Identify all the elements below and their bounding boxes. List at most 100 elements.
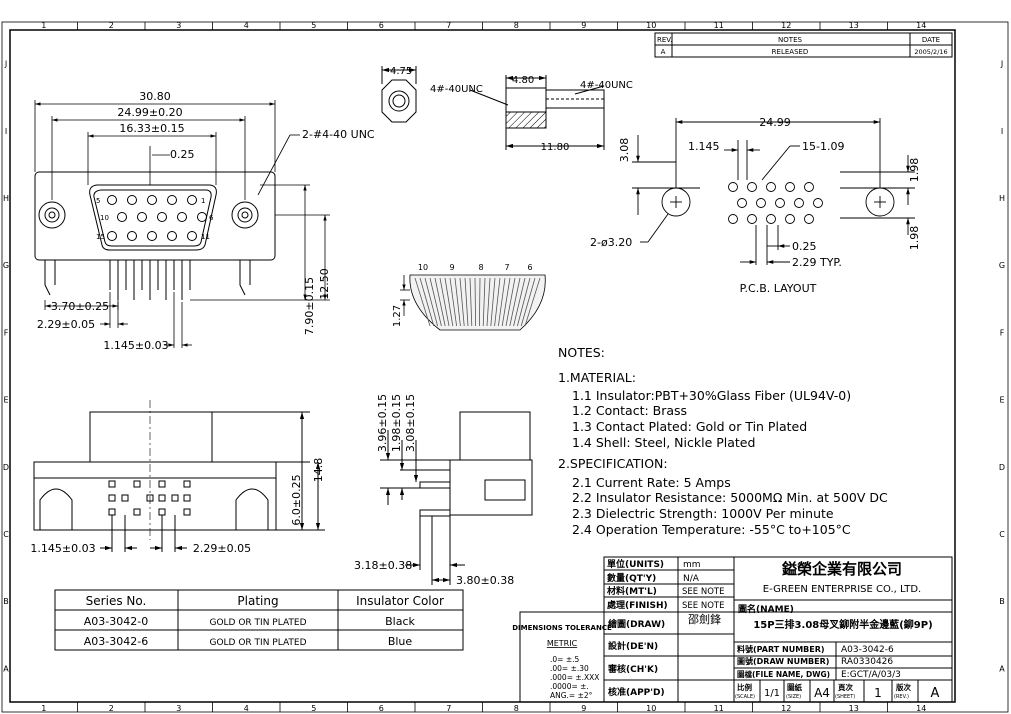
contact-label-10: 10 bbox=[418, 263, 428, 272]
size-sub: (SIZE) bbox=[786, 694, 801, 700]
contact-label-6: 6 bbox=[527, 263, 532, 272]
pcb-hole bbox=[775, 198, 785, 208]
zone-row-F-left: F bbox=[4, 328, 9, 337]
contact-label-8: 8 bbox=[478, 263, 483, 272]
company-name-en: E-GREEN ENTERPRISE CO., LTD. bbox=[763, 584, 921, 595]
sheet-sub: (SHEET) bbox=[835, 694, 855, 700]
dim-790: 7.90±0.15 bbox=[303, 277, 316, 335]
dim-475: 4.75 bbox=[390, 66, 412, 77]
pcb-hole bbox=[813, 198, 823, 208]
spec-line-4: 2.4 Operation Temperature: -55°C to+105°… bbox=[572, 522, 851, 537]
pcb-hole bbox=[785, 214, 795, 224]
bottom-pin bbox=[158, 508, 166, 516]
finish-label: 處理(FINISH) bbox=[607, 599, 668, 611]
zone-col-12-bottom: 12 bbox=[781, 704, 791, 713]
zone-row-G-right: G bbox=[999, 261, 1005, 270]
drawing-name: 15P三排3.08母叉鉚附半金邊藍(鉚9P) bbox=[753, 618, 932, 631]
bottom-pin bbox=[146, 494, 154, 502]
title-block bbox=[519, 556, 953, 703]
units-value: mm bbox=[683, 560, 701, 570]
mount-hole-left bbox=[38, 201, 66, 229]
zone-col-12-top: 12 bbox=[781, 21, 791, 30]
zone-row-I-left: I bbox=[5, 127, 7, 136]
contact-label-9: 9 bbox=[449, 263, 454, 272]
bottom-pin bbox=[121, 494, 129, 502]
zone-row-D-right: D bbox=[999, 463, 1005, 472]
zone-col-1-bottom: 1 bbox=[41, 704, 46, 713]
scale-sub: (SCALE) bbox=[735, 694, 755, 700]
rev-label: 版次 bbox=[895, 682, 911, 692]
notes-header: NOTES bbox=[778, 36, 802, 44]
bottom-pin bbox=[158, 494, 166, 502]
hex-nut-side bbox=[469, 75, 605, 150]
series-row2-color: Blue bbox=[388, 635, 413, 648]
zone-row-C-left: C bbox=[3, 530, 9, 539]
zone-col-11-bottom: 11 bbox=[714, 704, 724, 713]
zone-row-J-right: J bbox=[1000, 60, 1003, 69]
notes-block: NOTES: 1.MATERIAL: 1.1 Insulator:PBT+30%… bbox=[558, 345, 888, 537]
rev-date: 2005/2/16 bbox=[914, 48, 947, 56]
zone-col-1-top: 1 bbox=[41, 21, 46, 30]
bottom-view-dim-text: 6.0±0.25 14.8 1.145±0.03 2.29±0.05 bbox=[30, 458, 325, 555]
zone-col-7-top: 7 bbox=[446, 21, 451, 30]
dim-1145: 1.145±0.03 bbox=[103, 339, 168, 352]
material-line-4: 1.4 Shell: Steel, Nickle Plated bbox=[572, 435, 755, 450]
sheet-value: 1 bbox=[874, 686, 882, 700]
qty-label: 數量(QT'Y) bbox=[607, 572, 656, 584]
pcb-hole bbox=[766, 214, 776, 224]
contact-labels: 10 9 8 7 6 1.27 bbox=[392, 263, 533, 327]
pcb-hole bbox=[794, 198, 804, 208]
zone-col-4-bottom: 4 bbox=[244, 704, 249, 713]
zone-row-A-right: A bbox=[999, 664, 1005, 673]
contact-dim-127: 1.27 bbox=[392, 305, 403, 327]
dim-370: 3.70±0.25 bbox=[51, 300, 109, 313]
bottom-pin bbox=[158, 480, 166, 488]
units-label: 單位(UNITS) bbox=[607, 558, 664, 570]
bottom-dim-148: 14.8 bbox=[312, 458, 325, 483]
pcb-hole bbox=[756, 198, 766, 208]
zone-col-4-top: 4 bbox=[244, 21, 249, 30]
zone-col-11-top: 11 bbox=[714, 21, 724, 30]
zone-row-E-left: E bbox=[3, 396, 8, 405]
approve-label: 核准(APP'D) bbox=[608, 686, 665, 698]
pcb-dim-229: 2.29 TYP. bbox=[792, 256, 842, 269]
pcb-dim-2499: 24.99 bbox=[759, 116, 791, 129]
dim-shell-width: 16.33±0.15 bbox=[119, 122, 184, 135]
zone-col-6-top: 6 bbox=[379, 21, 384, 30]
rev-block-value: A bbox=[931, 686, 940, 701]
dim-229: 2.29±0.05 bbox=[37, 318, 95, 331]
zone-col-9-bottom: 9 bbox=[581, 704, 586, 713]
screw-callout: 2-#4-40 UNC bbox=[302, 128, 375, 141]
bottom-pin bbox=[108, 480, 116, 488]
front-view bbox=[34, 171, 276, 300]
part-number: A03-3042-6 bbox=[841, 645, 894, 655]
tolerance-line-4: .0000= ±. bbox=[550, 682, 589, 691]
pin-1-label: 1 bbox=[201, 197, 205, 205]
side-dim-198: 1.98±0.15 bbox=[390, 394, 403, 452]
series-row2-no: A03-3042-6 bbox=[84, 635, 148, 648]
zone-col-8-bottom: 8 bbox=[514, 704, 519, 713]
design-label: 設計(DE'N) bbox=[608, 640, 658, 652]
spec-title: 2.SPECIFICATION: bbox=[558, 456, 668, 471]
zone-col-6-bottom: 6 bbox=[379, 704, 384, 713]
zone-col-14-top: 14 bbox=[916, 21, 926, 30]
rev-sub: (REV.) bbox=[894, 694, 909, 700]
zone-col-14-bottom: 14 bbox=[916, 704, 926, 713]
bottom-dim-1145: 1.145±0.03 bbox=[30, 542, 95, 555]
pcb-layout bbox=[632, 118, 915, 265]
pcb-hole bbox=[804, 214, 814, 224]
bottom-pin bbox=[183, 508, 191, 516]
thread-label-left: 4#-40UNC bbox=[430, 84, 483, 95]
pcb-dim-198a: 1.98 bbox=[908, 158, 921, 183]
bottom-dim-600: 6.0±0.25 bbox=[290, 474, 303, 525]
tolerance-line-2: .00= ±.30 bbox=[550, 664, 589, 673]
zone-col-3-top: 3 bbox=[176, 21, 181, 30]
pcb-dim-text: 24.99 3.08 1.145 15-1.09 1.98 1.98 2-ø3.… bbox=[590, 116, 921, 295]
dim-1180: 11.80 bbox=[541, 142, 570, 153]
bottom-pin bbox=[108, 508, 116, 516]
zone-row-B-left: B bbox=[3, 597, 9, 606]
pin-10-label: 10 bbox=[100, 214, 109, 222]
